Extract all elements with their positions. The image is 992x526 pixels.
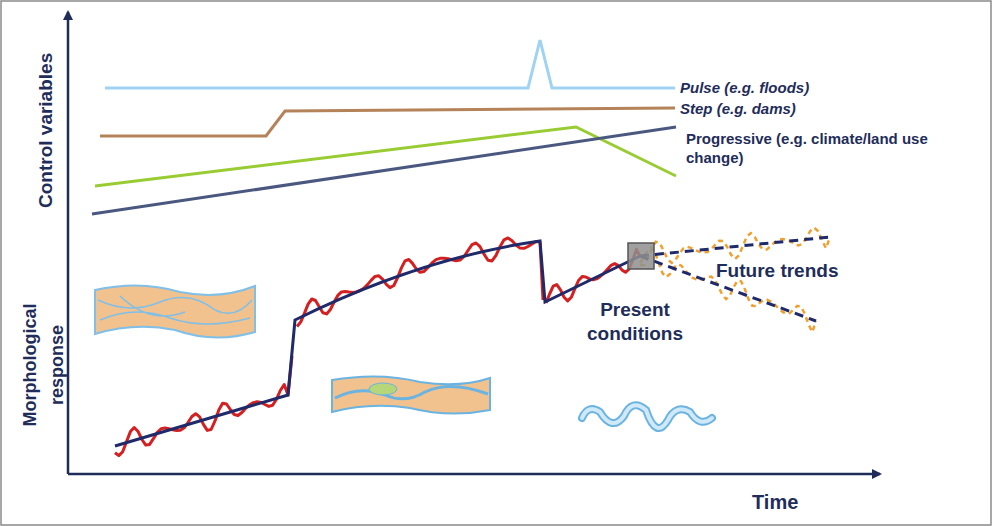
series-label: Pulse (e.g. floods)	[680, 79, 980, 97]
progressive-line-green	[95, 127, 676, 186]
annotation: Present conditions	[560, 298, 710, 346]
axis-title: Control variables	[35, 10, 58, 250]
series-label: Step (e.g. dams)	[680, 100, 980, 118]
pulse-line	[105, 40, 675, 88]
braided-river-icon	[95, 285, 255, 337]
x-axis	[68, 473, 880, 476]
wandering-river-icon	[332, 376, 490, 413]
axis-title: Morphological response	[17, 285, 71, 445]
response-trend	[115, 241, 640, 446]
annotation: Future trends	[716, 260, 896, 283]
series-label: Progressive (e.g. climate/land use chang…	[686, 130, 981, 168]
progressive-line	[92, 127, 676, 214]
axis-title: Time	[752, 490, 832, 514]
meandering-river-icon	[582, 405, 712, 428]
y-axis	[67, 12, 70, 474]
present-marker	[628, 243, 654, 269]
response-fluctuation	[115, 238, 640, 456]
